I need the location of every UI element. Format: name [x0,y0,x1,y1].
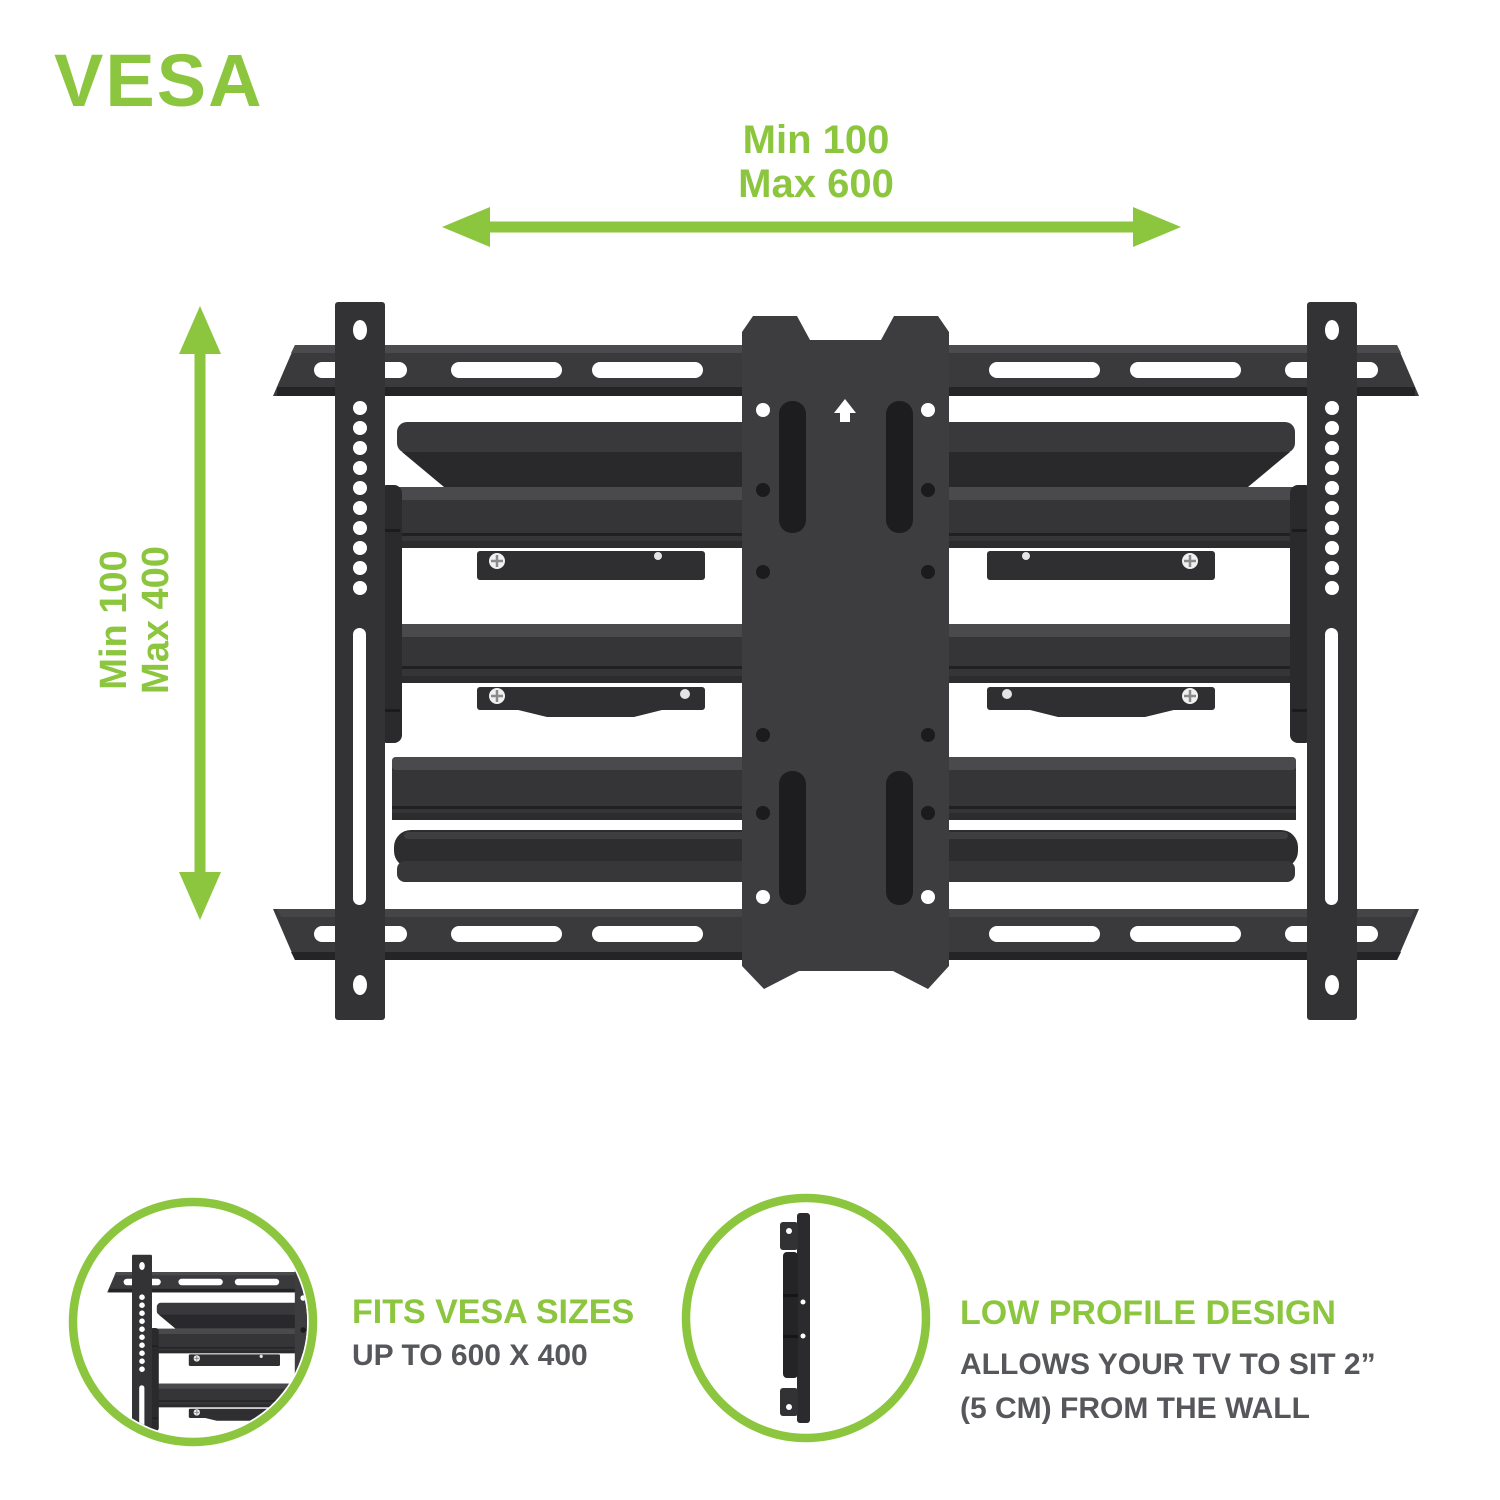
width-dimension-line2: Max 600 [738,162,894,206]
low-profile-callout-subtext-2: (5 CM) FROM THE WALL [960,1392,1310,1425]
height-dimension-line1: Min 100 [93,550,135,690]
height-arrow-icon [179,306,221,920]
low-profile-callout-heading: LOW PROFILE DESIGN [960,1294,1336,1332]
low-profile-callout-subtext-1: ALLOWS YOUR TV TO SIT 2” [960,1348,1376,1381]
low-profile-detail-circle [681,1193,931,1443]
tv-mount-front-view [271,300,1421,1022]
vesa-detail-circle [68,1197,318,1447]
width-dimension-line1: Min 100 [742,118,890,162]
width-arrow-icon [442,207,1181,247]
vesa-callout-subtext: UP TO 600 X 400 [352,1339,588,1372]
height-dimension-label: Min 100 Max 400 [93,546,177,694]
vesa-callout-heading: FITS VESA SIZES [352,1293,635,1331]
height-dimension-line2: Max 400 [135,546,177,694]
low-profile-side-view [780,1213,810,1423]
page-title: VESA [54,39,264,122]
width-dimension-label: Min 100 Max 600 [616,118,1016,206]
